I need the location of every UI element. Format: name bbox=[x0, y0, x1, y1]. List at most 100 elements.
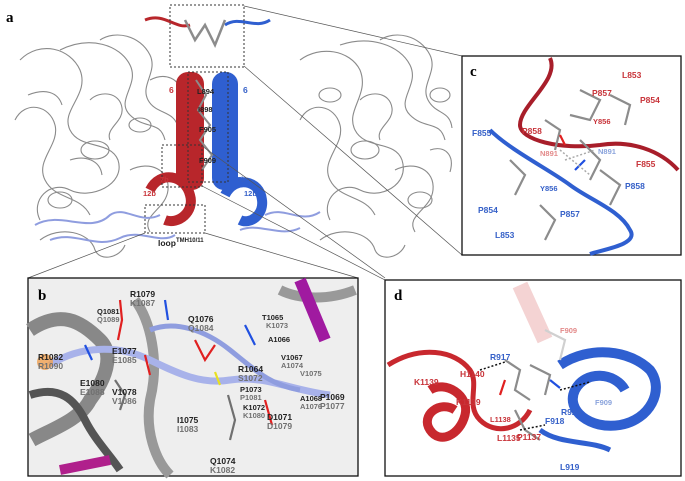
d-red-L1135: L1135 bbox=[497, 433, 521, 443]
label-I1075: I1075 bbox=[177, 415, 199, 425]
magenta-helix-bottom bbox=[59, 455, 111, 475]
panel-d: d F909 K1139 H1140 K1139 L1135 P1137 L11… bbox=[384, 279, 682, 477]
connector-b-left bbox=[27, 232, 146, 279]
orange-atom bbox=[37, 354, 53, 370]
c-pink-N891: N891 bbox=[540, 149, 558, 158]
central-helices bbox=[144, 16, 271, 227]
label-Q1074: Q1074 bbox=[210, 456, 236, 466]
helix-label-red-6: 6 bbox=[169, 85, 174, 95]
hbond-c-1 bbox=[559, 149, 591, 176]
label-V1086: V1086 bbox=[112, 396, 137, 406]
c-red-P857: P857 bbox=[592, 88, 612, 98]
panel-d-letter: d bbox=[394, 288, 403, 304]
label-D1071: D1071 bbox=[267, 412, 292, 422]
c-red-L853: L853 bbox=[622, 70, 642, 80]
label-A1068: A1068 bbox=[300, 394, 322, 403]
connector-d-top bbox=[201, 145, 386, 279]
red-helix-d bbox=[423, 382, 471, 442]
c-blue-P858: P858 bbox=[625, 181, 645, 191]
hbond-c-2 bbox=[564, 149, 596, 161]
c-red-P854: P854 bbox=[640, 95, 660, 105]
label-K1073: K1073 bbox=[266, 321, 288, 330]
d-blue-R924: R924 bbox=[561, 407, 582, 417]
label-K1087: K1087 bbox=[130, 298, 155, 308]
side-chain-sticks-c bbox=[509, 89, 632, 241]
label-Q1084: Q1084 bbox=[188, 323, 214, 333]
label-R1079: R1079 bbox=[130, 289, 155, 299]
label-R1090: R1090 bbox=[38, 361, 63, 371]
label-E1085: E1085 bbox=[112, 355, 137, 365]
panel-c: c L853 P857 P854 P858 Y856 F855 F855 Y85… bbox=[461, 55, 682, 256]
loop-label: loopTMH10/11 bbox=[158, 238, 204, 248]
grey-sticks-top bbox=[183, 19, 227, 49]
label-P1081: P1081 bbox=[240, 393, 262, 402]
label-Q1089: Q1089 bbox=[97, 315, 120, 324]
d-red-K1139-left: K1139 bbox=[414, 377, 439, 387]
red-helix-7b bbox=[145, 172, 196, 227]
panel-a: a bbox=[6, 4, 463, 281]
label-T1065: T1065 bbox=[262, 313, 283, 322]
label-V1075: V1075 bbox=[300, 369, 322, 378]
red-chain-top-coil bbox=[144, 16, 191, 28]
side-chain-sticks bbox=[84, 299, 274, 441]
zoom-box-d-source bbox=[161, 144, 203, 188]
pink-helix-d bbox=[512, 281, 553, 344]
residue-label-I898: I898 bbox=[198, 105, 213, 114]
grey-ribbon-3 bbox=[277, 285, 357, 303]
connector-c-bottom bbox=[243, 65, 463, 256]
red-chain-c bbox=[517, 57, 680, 172]
d-red-L1138: L1138 bbox=[490, 415, 511, 424]
c-red-Y856: Y856 bbox=[593, 117, 611, 126]
d-red-P1137: P1137 bbox=[517, 432, 541, 442]
label-P1069: P1069 bbox=[320, 392, 345, 402]
grey-ribbon-1 bbox=[26, 312, 115, 447]
helix-label-red-12b: 12b bbox=[143, 189, 156, 198]
label-P1073: P1073 bbox=[240, 385, 262, 394]
label-V1078: V1078 bbox=[112, 387, 137, 397]
label-D1079: D1079 bbox=[267, 421, 292, 431]
helix-label-blue-6: 6 bbox=[243, 85, 248, 95]
loop-region-sticks bbox=[34, 211, 321, 243]
blue-chain-c bbox=[488, 128, 634, 256]
side-chain-sticks-d bbox=[498, 329, 567, 441]
dark-ribbon bbox=[28, 387, 124, 473]
grey-sticks-core bbox=[195, 79, 214, 171]
d-blue-R917: R917 bbox=[490, 352, 511, 362]
label-V1067: V1067 bbox=[281, 353, 303, 362]
residue-label-L894: L894 bbox=[197, 87, 215, 96]
label-A1074: A1074 bbox=[281, 361, 304, 370]
red-chain-d bbox=[386, 349, 533, 432]
blue-chain-tail-d bbox=[538, 427, 612, 453]
panel-b: b R1079 K1087 Q1081 Q1089 Q1076 Q1084 T1… bbox=[26, 277, 359, 479]
residue-label-F909: F909 bbox=[199, 156, 216, 165]
c-lblue-N891: N891 bbox=[598, 147, 616, 156]
connector-b-right bbox=[204, 232, 359, 279]
protein-outline-background bbox=[14, 34, 453, 258]
helix-label-blue-7b: 7b bbox=[237, 175, 246, 184]
label-K1082: K1082 bbox=[210, 465, 235, 475]
connector-c-top bbox=[243, 5, 463, 57]
label-R1082: R1082 bbox=[38, 352, 63, 362]
d-pink-F909: F909 bbox=[560, 326, 577, 335]
label-I1083: I1083 bbox=[177, 424, 199, 434]
label-A1076: A1076 bbox=[300, 402, 322, 411]
label-S1072: S1072 bbox=[238, 373, 263, 383]
connector-d-bottom bbox=[201, 185, 386, 281]
zoom-box-c-source bbox=[169, 4, 245, 68]
c-blue-P857: P857 bbox=[560, 209, 580, 219]
c-blue-Y856: Y856 bbox=[540, 184, 558, 193]
zoom-box-core bbox=[187, 71, 229, 183]
label-A1066: A1066 bbox=[268, 335, 290, 344]
red-helix-6 bbox=[176, 72, 204, 190]
zoom-box-b-source bbox=[144, 204, 206, 234]
label-E1077: E1077 bbox=[112, 346, 137, 356]
c-blue-F855: F855 bbox=[472, 128, 492, 138]
label-P1077: P1077 bbox=[320, 401, 345, 411]
d-blue-F918: F918 bbox=[545, 416, 565, 426]
label-Q1076: Q1076 bbox=[188, 314, 214, 324]
c-red-F855: F855 bbox=[636, 159, 656, 169]
magenta-helix-top bbox=[294, 277, 331, 343]
residue-label-F905: F905 bbox=[199, 125, 216, 134]
grey-ribbon-2 bbox=[130, 297, 174, 479]
